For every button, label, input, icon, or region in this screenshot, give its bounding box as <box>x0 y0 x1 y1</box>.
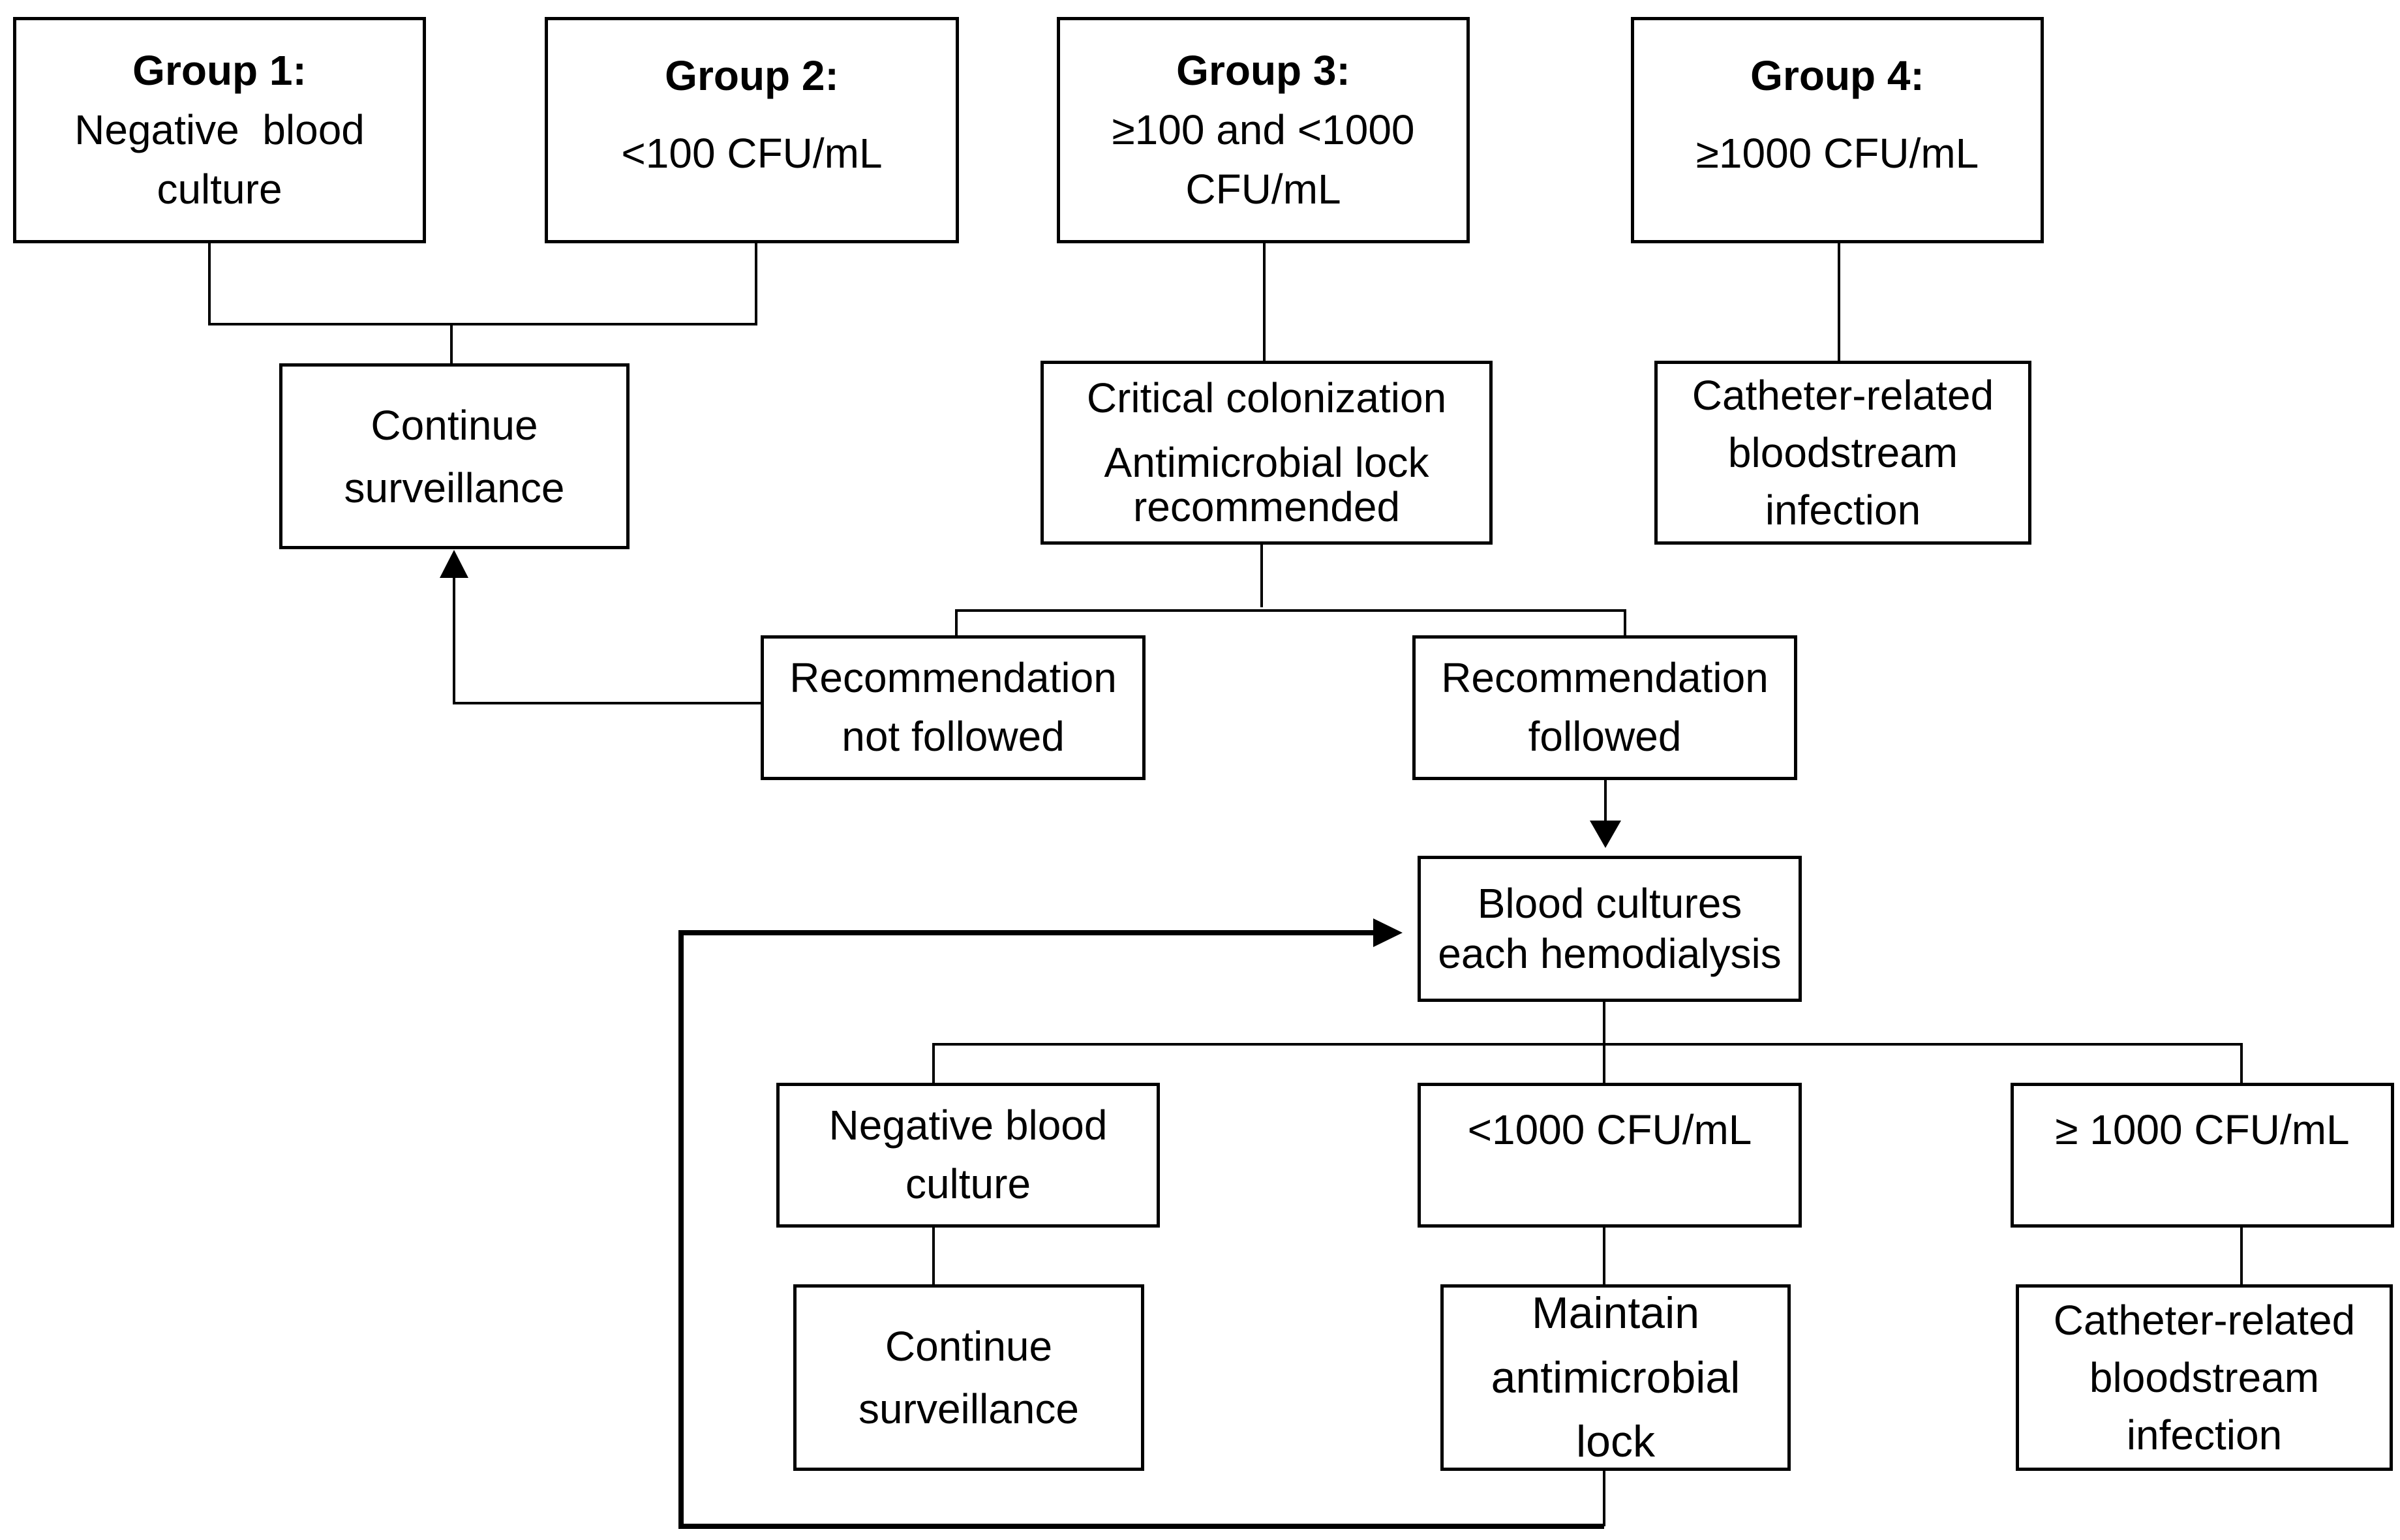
action-continue-line2: surveillance <box>858 1385 1079 1432</box>
recommendation-followed-box: Recommendation followed <box>1412 635 1797 780</box>
blood-cultures-line1: Blood cultures <box>1477 880 1742 928</box>
connector-outcome-branch <box>932 1043 2243 1083</box>
followed-line1: Recommendation <box>1441 654 1769 702</box>
continue-line2: surveillance <box>344 464 565 511</box>
outcome-negative-box: Negative blood culture <box>776 1083 1160 1228</box>
action-maintain-line1: Maintain <box>1531 1288 1700 1338</box>
not-followed-line2: not followed <box>842 713 1065 760</box>
group1-line1: Negative blood <box>74 106 365 154</box>
connector-recommendation-branch <box>955 609 1626 637</box>
action-crbsi-line2: bloodstream <box>2089 1353 2320 1401</box>
group4-line1: ≥1000 CFU/mL <box>1695 129 1979 177</box>
action-continue-box: Continue surveillance <box>793 1284 1144 1471</box>
action-maintain-line3: lock <box>1576 1417 1655 1467</box>
action-crbsi-box: Catheter-related bloodstream infection <box>2016 1284 2393 1471</box>
group1-box: Group 1: Negative blood culture <box>13 17 426 243</box>
group2-line1: <100 CFU/mL <box>621 129 883 177</box>
outcome-lt1000-box: <1000 CFU/mL <box>1418 1083 1802 1228</box>
connector-group1-group2-merge <box>208 242 757 325</box>
arrowhead-up-to-continue <box>440 550 468 578</box>
blood-cultures-box: Blood cultures each hemodialysis <box>1418 856 1802 1002</box>
crbsi-top-line3: infection <box>1765 487 1921 534</box>
group1-line2: culture <box>157 165 282 213</box>
critical-line1: Critical colonization <box>1086 374 1447 421</box>
critical-line2: Antimicrobial lock <box>1104 438 1429 486</box>
group2-box: Group 2: <100 CFU/mL <box>545 17 959 243</box>
critical-colonization-box: Critical colonization Antimicrobial lock… <box>1041 361 1493 545</box>
outcome-lt1000-line1: <1000 CFU/mL <box>1467 1106 1752 1153</box>
group2-title: Group 2: <box>665 52 839 99</box>
critical-line3: recommended <box>1132 483 1401 531</box>
action-crbsi-line1: Catheter-related <box>2053 1296 2356 1344</box>
outcome-ge1000-line1: ≥ 1000 CFU/mL <box>2055 1106 2350 1153</box>
crbsi-top-line1: Catheter-related <box>1692 371 1994 419</box>
action-crbsi-line3: infection <box>2126 1412 2283 1459</box>
action-maintain-lock-box: Maintain antimicrobial lock <box>1440 1284 1791 1471</box>
feedback-loop-line <box>678 930 1604 1529</box>
group4-box: Group 4: ≥1000 CFU/mL <box>1631 17 2044 243</box>
continue-surveillance-box: Continue surveillance <box>279 363 630 549</box>
connector-not-followed-to-continue <box>453 577 762 704</box>
group4-title: Group 4: <box>1750 52 1924 99</box>
action-continue-line1: Continue <box>885 1323 1053 1370</box>
continue-line1: Continue <box>371 401 538 449</box>
group1-title: Group 1: <box>132 47 307 95</box>
action-maintain-line2: antimicrobial <box>1491 1352 1740 1402</box>
group3-line1: ≥100 and <1000 <box>1112 106 1415 154</box>
not-followed-line1: Recommendation <box>789 654 1117 702</box>
crbsi-top-line2: bloodstream <box>1727 429 1958 476</box>
arrowhead-down-to-blood-cultures <box>1590 821 1621 848</box>
followed-line2: followed <box>1528 713 1682 760</box>
blood-cultures-line2: each hemodialysis <box>1438 930 1782 977</box>
outcome-ge1000-box: ≥ 1000 CFU/mL <box>2011 1083 2394 1228</box>
crbsi-top-box: Catheter-related bloodstream infection <box>1654 361 2031 545</box>
arrowhead-right-to-blood-cultures <box>1373 918 1403 947</box>
group3-box: Group 3: ≥100 and <1000 CFU/mL <box>1057 17 1470 243</box>
group3-title: Group 3: <box>1176 47 1350 95</box>
group3-line2: CFU/mL <box>1185 165 1341 213</box>
outcome-negative-line2: culture <box>905 1160 1031 1207</box>
outcome-negative-line1: Negative blood <box>828 1102 1108 1149</box>
recommendation-not-followed-box: Recommendation not followed <box>761 635 1146 780</box>
